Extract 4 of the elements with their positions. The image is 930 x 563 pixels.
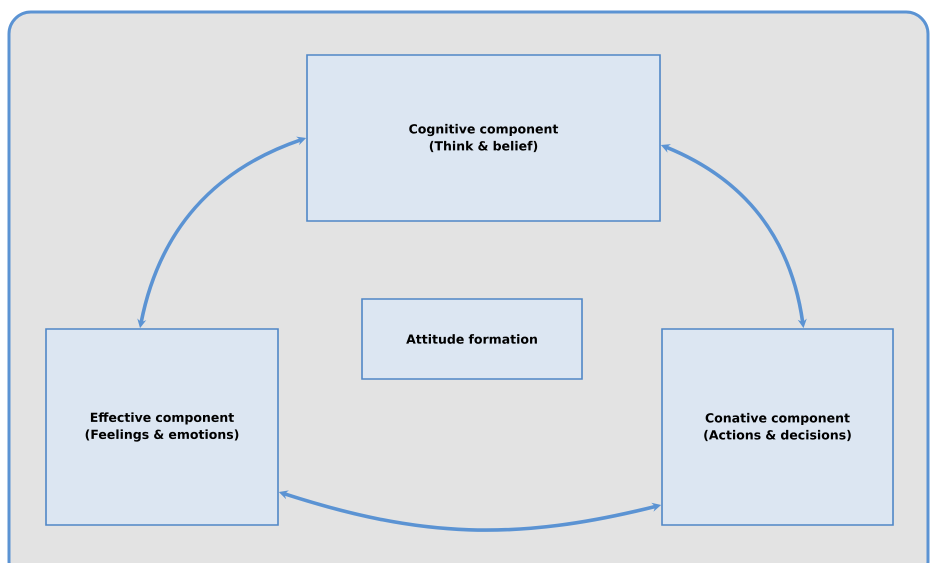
component-box: Cognitive component (Think & belief) bbox=[306, 54, 661, 222]
component-box: Attitude formation bbox=[361, 298, 583, 380]
component-box: Conative component (Actions & decisions) bbox=[661, 328, 894, 526]
component-box: Effective component (Feelings & emotions) bbox=[45, 328, 279, 526]
